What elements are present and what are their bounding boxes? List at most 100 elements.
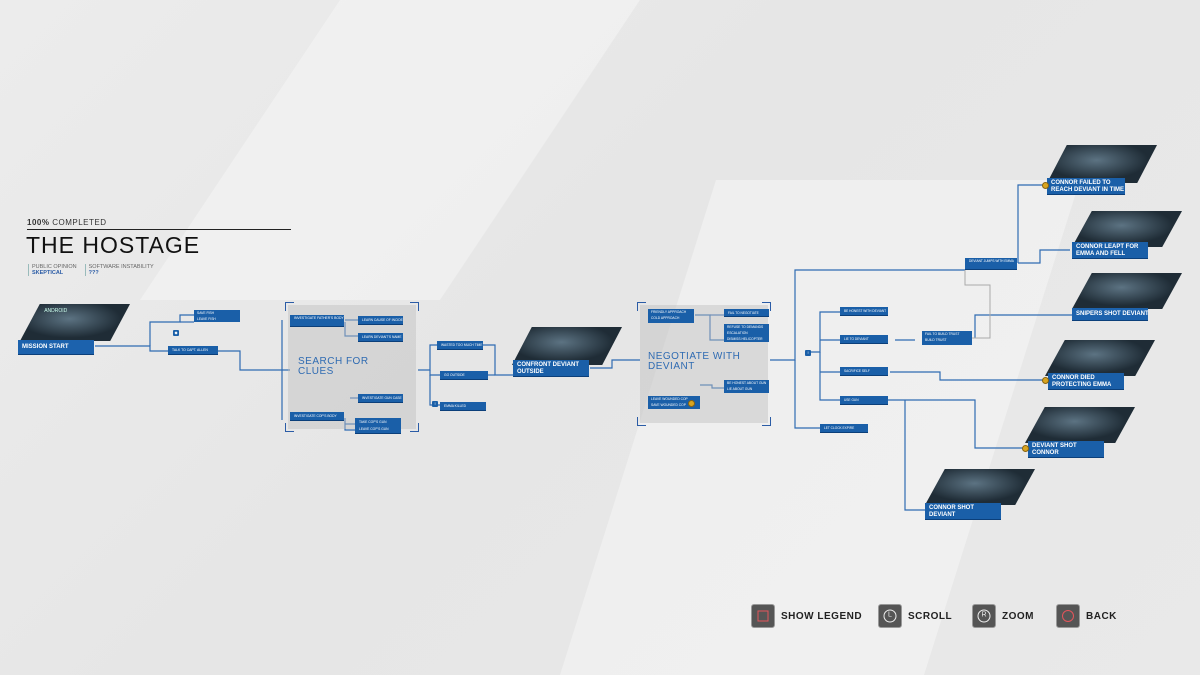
node-fish-choice[interactable]: SAVE FISH LEAVE FISH xyxy=(194,310,240,322)
node-fail-negotiate[interactable]: FAIL TO NEGOTIATE xyxy=(724,309,769,317)
scene-thumbnail-died[interactable] xyxy=(1045,340,1155,376)
scene-thumbnail-confront[interactable] xyxy=(512,327,622,365)
connector xyxy=(819,339,840,401)
choice-leave-wounded-cop[interactable]: LEAVE WOUNDED COP xyxy=(651,397,688,401)
stat-label: SOFTWARE INSTABILITY xyxy=(88,264,154,270)
trophy-icon xyxy=(1022,445,1029,452)
lock-icon: ◆ xyxy=(173,330,179,336)
chapter-bracket-corner xyxy=(762,417,771,426)
ending-connor-died[interactable]: CONNOR DIED PROTECTING EMMA xyxy=(1048,373,1124,390)
node-investigate-father[interactable]: INVESTIGATE FATHER'S BODY xyxy=(290,315,344,327)
node-deviant-jumps[interactable]: DEVIANT JUMPS WITH EMMA xyxy=(965,258,1017,270)
node-learn-name[interactable]: LEARN DEVIANT'S NAME xyxy=(358,333,403,342)
ending-deviant-shot-connor[interactable]: DEVIANT SHOT CONNOR xyxy=(1028,441,1104,458)
completion-percentage: 100% COMPLETED xyxy=(27,218,107,227)
scene-thumbnail-connor-shot[interactable] xyxy=(925,469,1035,505)
ending-connor-failed[interactable]: CONNOR FAILED TO REACH DEVIANT IN TIME xyxy=(1047,178,1125,195)
square-button-icon xyxy=(751,604,775,628)
legend-label: ZOOM xyxy=(1002,610,1034,622)
node-wasted-time[interactable]: WASTED TOO MUCH TIME xyxy=(437,341,483,350)
connector xyxy=(149,314,194,346)
choice-cold-approach[interactable]: COLD APPROACH xyxy=(651,316,680,320)
chapter-bracket-corner xyxy=(410,302,419,311)
node-approach-choice[interactable]: FRIENDLY APPROACH COLD APPROACH xyxy=(648,309,694,323)
node-learn-cause[interactable]: LEARN CAUSE OF INCIDENT xyxy=(358,316,403,325)
trophy-icon xyxy=(688,400,695,407)
node-let-clock-expire[interactable]: LET CLOCK EXPIRE xyxy=(820,424,868,433)
node-go-outside[interactable]: GO OUTSIDE xyxy=(440,371,488,380)
legend-zoom[interactable]: R ZOOM xyxy=(972,603,1034,629)
stick-letter: R xyxy=(977,609,991,623)
legend-show-legend[interactable]: SHOW LEGEND xyxy=(751,603,862,629)
scene-thumbnail-leapt[interactable] xyxy=(1072,211,1182,247)
left-stick-icon: L xyxy=(878,604,902,628)
connector xyxy=(808,311,840,353)
choice-honest-gun[interactable]: BE HONEST ABOUT GUN xyxy=(727,381,767,385)
legend-scroll[interactable]: L SCROLL xyxy=(878,603,952,629)
scene-thumbnail-failed[interactable] xyxy=(1047,145,1157,183)
node-talk-capt-allen[interactable]: TALK TO CAPT. ALLEN xyxy=(168,346,218,355)
choice-save-fish[interactable]: SAVE FISH xyxy=(197,311,214,315)
choice-fail-trust[interactable]: FAIL TO BUILD TRUST xyxy=(925,332,960,336)
chapter-label: SEARCH FOR CLUES xyxy=(298,356,369,377)
percent-value: 100% xyxy=(27,218,50,227)
connector xyxy=(218,350,290,371)
connector xyxy=(1017,184,1045,263)
node-trust-choice[interactable]: FAIL TO BUILD TRUST BUILD TRUST xyxy=(922,331,972,345)
choice-save-wounded-cop[interactable]: SAVE WOUNDED COP xyxy=(651,403,686,407)
stat-label: PUBLIC OPINION xyxy=(32,264,77,270)
chapter-bracket-corner xyxy=(762,302,771,311)
info-icon: ! xyxy=(432,401,438,407)
ending-connor-shot-deviant[interactable]: CONNOR SHOT DEVIANT xyxy=(925,503,1001,520)
info-icon: ! xyxy=(805,350,811,356)
chapter-bracket-corner xyxy=(637,417,646,426)
node-investigate-gun-case[interactable]: INVESTIGATE GUN CASE xyxy=(358,394,403,403)
scene-thumbnail-start[interactable]: ANDROID xyxy=(20,304,130,341)
ending-connor-leapt[interactable]: CONNOR LEAPT FOR EMMA AND FELL xyxy=(1072,242,1148,259)
node-gun-honesty-choice[interactable]: BE HONEST ABOUT GUN LIE ABOUT GUN xyxy=(724,380,769,393)
title-divider xyxy=(27,229,291,230)
node-lie-deviant[interactable]: LIE TO DEVIANT xyxy=(840,335,888,344)
connector xyxy=(590,359,640,369)
node-wounded-cop-choice[interactable]: LEAVE WOUNDED COP SAVE WOUNDED COP xyxy=(648,396,700,409)
node-honest-deviant[interactable]: BE HONEST WITH DEVIANT xyxy=(840,307,888,316)
node-use-gun[interactable]: USE GUN xyxy=(840,396,888,405)
node-demands-choice[interactable]: REFUSE TO DEMANDS ESCALATION DISMISS HEL… xyxy=(724,324,769,342)
connector xyxy=(880,399,1030,449)
connector xyxy=(478,344,515,376)
choice-lie-gun[interactable]: LIE ABOUT GUN xyxy=(727,387,753,391)
thumbnail-label: ANDROID xyxy=(44,307,68,314)
choice-refuse-demands[interactable]: REFUSE TO DEMANDS ESCALATION xyxy=(727,325,764,335)
choice-dismiss-helicopter[interactable]: DISMISS HELICOPTER xyxy=(727,337,763,341)
node-leave-gun[interactable]: LEAVE COP'S GUN xyxy=(355,425,401,434)
legend-back[interactable]: BACK xyxy=(1056,603,1117,629)
connector xyxy=(429,370,440,376)
chapter-bracket-corner xyxy=(285,302,294,311)
choice-leave-fish[interactable]: LEAVE FISH xyxy=(197,317,216,321)
connector xyxy=(695,314,724,341)
node-investigate-cop[interactable]: INVESTIGATE COP'S BODY xyxy=(290,412,344,421)
connector-grey xyxy=(950,270,991,339)
completed-label: COMPLETED xyxy=(52,218,107,227)
node-mission-start[interactable]: MISSION START xyxy=(18,340,94,355)
connector xyxy=(700,384,724,389)
stat-value: ??? xyxy=(88,270,99,276)
ending-snipers-shot[interactable]: SNIPERS SHOT DEVIANT xyxy=(1072,308,1148,321)
stat-public-opinion: PUBLIC OPINION SKEPTICAL xyxy=(28,264,77,276)
connector xyxy=(418,344,440,371)
right-stick-icon: R xyxy=(972,604,996,628)
connector xyxy=(95,345,168,352)
choice-build-trust[interactable]: BUILD TRUST xyxy=(925,338,947,342)
chapter-stats: PUBLIC OPINION SKEPTICAL SOFTWARE INSTAB… xyxy=(28,264,154,276)
node-confront-deviant[interactable]: CONFRONT DEVIANT OUTSIDE xyxy=(513,360,589,377)
choice-friendly-approach[interactable]: FRIENDLY APPROACH xyxy=(651,310,687,314)
node-emma-killed[interactable]: EMMA KILLED xyxy=(440,402,486,411)
connector xyxy=(794,360,820,429)
stick-letter: L xyxy=(883,609,897,623)
scene-thumbnail-deviant-shot[interactable] xyxy=(1025,407,1135,443)
node-sacrifice-self[interactable]: SACRIFICE SELF xyxy=(840,367,888,376)
connector xyxy=(770,269,965,361)
scene-thumbnail-snipers[interactable] xyxy=(1072,273,1182,309)
stat-value: SKEPTICAL xyxy=(32,270,64,276)
